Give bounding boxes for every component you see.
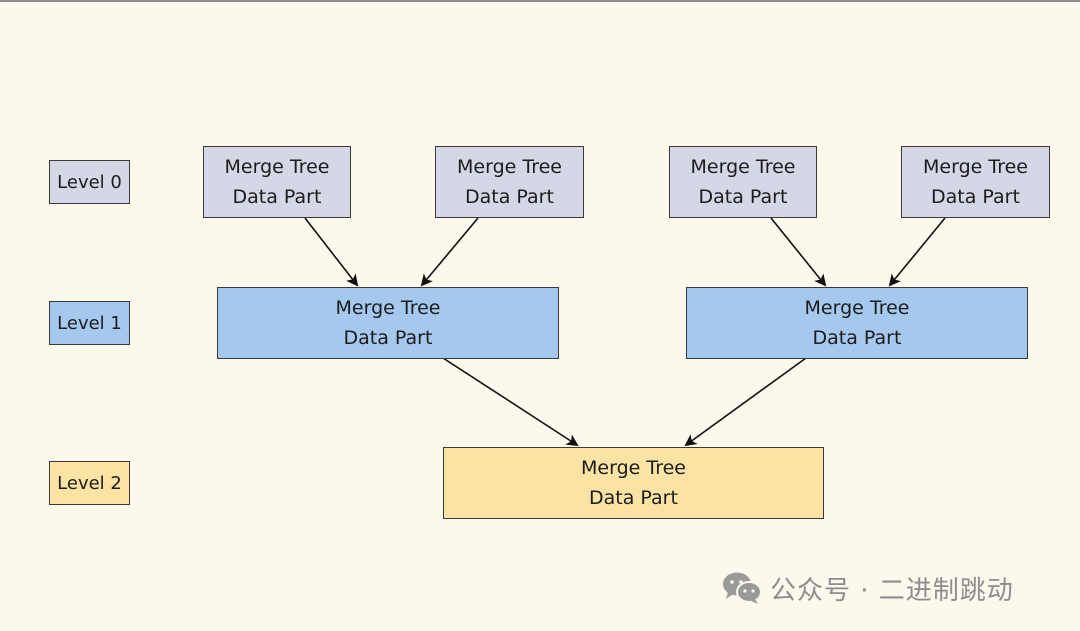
wechat-icon xyxy=(722,571,762,605)
level-1-label: Level 1 xyxy=(49,301,130,345)
node-line2: Data Part xyxy=(698,186,788,208)
node-line1: Merge Tree xyxy=(581,457,686,479)
node-line1: Merge Tree xyxy=(804,297,910,319)
node-line1: Merge Tree xyxy=(224,156,330,178)
top-rule xyxy=(0,0,1080,2)
edge-l1b-l2a xyxy=(684,357,807,447)
edge-l0c-l1b xyxy=(770,217,827,287)
node-level0-b: Merge Tree Data Part xyxy=(435,146,584,218)
level-1-label-text: Level 1 xyxy=(57,312,122,334)
node-level0-a: Merge Tree Data Part xyxy=(203,146,351,218)
watermark: 公众号 · 二进制跳动 xyxy=(722,568,1014,608)
node-level0-d: Merge Tree Data Part xyxy=(901,146,1050,218)
node-line1: Merge Tree xyxy=(923,156,1028,178)
level-0-label-text: Level 0 xyxy=(57,171,122,193)
node-level0-c: Merge Tree Data Part xyxy=(669,146,817,218)
node-line1: Merge Tree xyxy=(335,297,441,319)
node-line1: Merge Tree xyxy=(457,156,562,178)
edge-l0d-l1b xyxy=(888,217,946,287)
node-line2: Data Part xyxy=(232,186,322,208)
node-level1-b: Merge Tree Data Part xyxy=(686,287,1028,359)
node-level1-a: Merge Tree Data Part xyxy=(217,287,559,359)
edge-l1a-l2a xyxy=(442,357,579,447)
node-level2-a: Merge Tree Data Part xyxy=(443,447,824,519)
edge-l0a-l1a xyxy=(304,217,359,287)
node-line2: Data Part xyxy=(465,186,554,208)
level-2-label-text: Level 2 xyxy=(57,472,122,494)
node-line2: Data Part xyxy=(343,327,433,349)
level-2-label: Level 2 xyxy=(49,461,130,505)
node-line1: Merge Tree xyxy=(690,156,796,178)
watermark-text: 公众号 · 二进制跳动 xyxy=(770,575,1014,606)
node-line2: Data Part xyxy=(589,487,678,509)
node-line2: Data Part xyxy=(812,327,902,349)
level-0-label: Level 0 xyxy=(49,160,130,204)
node-line2: Data Part xyxy=(931,186,1020,208)
edge-l0b-l1a xyxy=(420,217,479,287)
